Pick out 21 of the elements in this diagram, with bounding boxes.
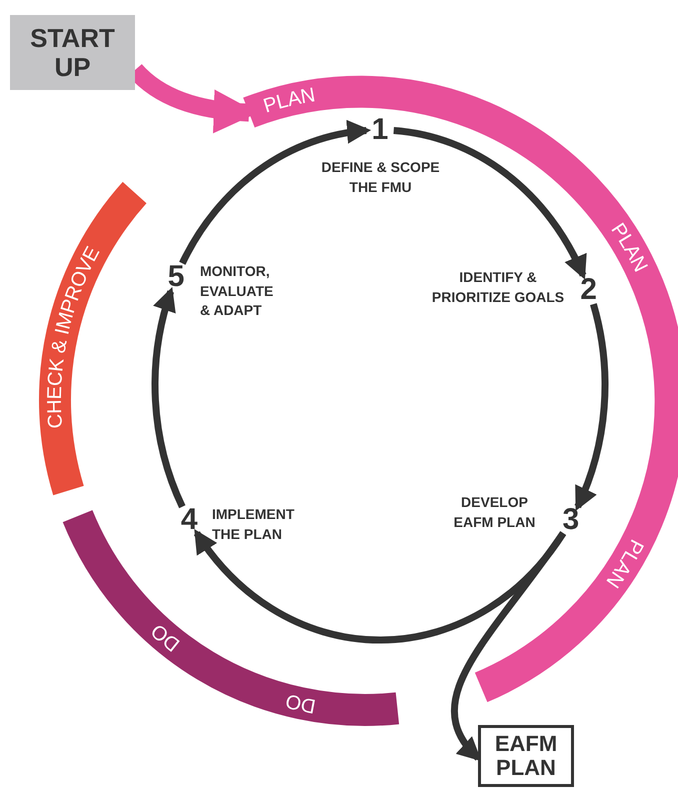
arrow [194, 529, 566, 644]
step-label: IMPLEMENT THE PLAN [212, 505, 296, 544]
arrow [179, 121, 372, 265]
step-label: DEFINE & SCOPE THE FMU [320, 158, 441, 197]
step-number: 1 [370, 115, 390, 145]
output-box: EAFM PLAN [478, 725, 574, 787]
band-label: DO [284, 689, 318, 717]
step-label: MONITOR, EVALUATE & ADAPT [200, 262, 274, 320]
band-label: PLAN [260, 84, 317, 118]
band-label: DO [147, 619, 184, 656]
step-label: IDENTIFY & PRIORITIZE GOALS [430, 268, 566, 307]
start-box: START UP [10, 15, 135, 90]
arrow [152, 286, 186, 508]
step-number: 5 [166, 262, 186, 292]
step-number: 4 [180, 505, 199, 536]
step-label: DEVELOP EAFM PLAN [452, 493, 536, 532]
arrow [393, 127, 586, 280]
step-number: 2 [579, 274, 598, 304]
arrow [574, 303, 608, 512]
step-number: 3 [561, 505, 580, 536]
arrow [451, 531, 566, 762]
